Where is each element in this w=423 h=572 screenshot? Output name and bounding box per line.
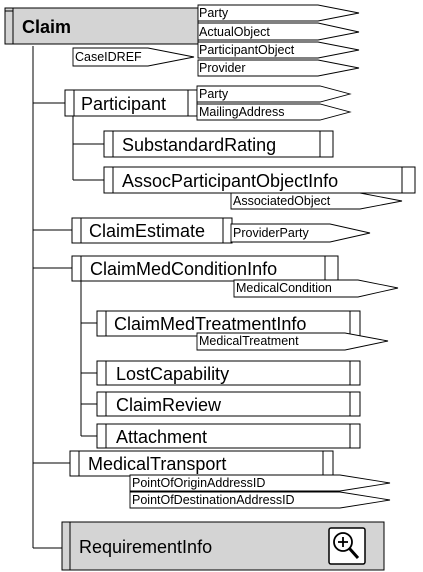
med-treatment-attribute-tags: MedicalTreatment <box>196 332 389 351</box>
attr-provider-party: ProviderParty <box>233 226 309 240</box>
node-claim-med-treatment-info[interactable]: ClaimMedTreatmentInfo <box>96 310 361 337</box>
node-assoc-participant-object-info[interactable]: AssocParticipantObjectInfo <box>103 166 416 194</box>
node-claim-review-label: ClaimReview <box>116 395 222 415</box>
attr-point-of-origin-address-id: PointOfOriginAddressID <box>132 476 265 490</box>
attr-actual-object: ActualObject <box>199 25 270 39</box>
ref-case-idref-label: CaseIDREF <box>75 50 142 64</box>
attr-provider: Provider <box>199 61 246 75</box>
node-claim-med-treatment-info-label: ClaimMedTreatmentInfo <box>114 314 306 334</box>
attr-point-of-destination-address-id: PointOfDestinationAddressID <box>132 493 295 507</box>
node-lost-capability-label: LostCapability <box>116 364 229 384</box>
zoom-in-icon[interactable] <box>328 527 366 565</box>
attr-participant-party: Party <box>199 87 229 101</box>
claim-estimate-attribute-tags: ProviderParty <box>230 223 371 243</box>
tree-connectors <box>32 46 104 549</box>
attr-party: Party <box>199 6 229 20</box>
attr-mailing-address: MailingAddress <box>199 105 284 119</box>
node-participant[interactable]: Participant <box>64 89 198 117</box>
participant-attribute-tags: Party MailingAddress <box>196 85 352 121</box>
node-claim-estimate-label: ClaimEstimate <box>89 221 205 241</box>
medical-transport-attribute-tags: PointOfOriginAddressID PointOfDestinatio… <box>129 474 391 509</box>
node-substandard-rating-label: SubstandardRating <box>122 135 276 155</box>
node-claim-med-condition-info-label: ClaimMedConditionInfo <box>90 259 277 279</box>
med-condition-attribute-tags: MedicalCondition <box>233 279 399 298</box>
node-medical-transport-label: MedicalTransport <box>88 454 226 474</box>
attr-medical-treatment: MedicalTreatment <box>199 334 299 348</box>
node-claim-estimate[interactable]: ClaimEstimate <box>71 217 233 244</box>
node-claim-review[interactable]: ClaimReview <box>96 391 361 417</box>
ref-case-idref: CaseIDREF <box>72 47 195 67</box>
node-assoc-participant-object-info-label: AssocParticipantObjectInfo <box>122 171 338 191</box>
node-claim-med-condition-info[interactable]: ClaimMedConditionInfo <box>71 255 339 282</box>
attr-participant-object: ParticipantObject <box>199 43 295 57</box>
node-participant-label: Participant <box>81 94 166 114</box>
node-claim-label: Claim <box>22 17 71 37</box>
assoc-attribute-tags: AssociatedObject <box>230 192 403 210</box>
node-claim[interactable]: Claim <box>4 7 199 45</box>
node-medical-transport[interactable]: MedicalTransport <box>69 450 334 477</box>
node-attachment[interactable]: Attachment <box>96 423 361 449</box>
attr-associated-object: AssociatedObject <box>233 194 331 208</box>
claim-attribute-tags: Party ActualObject ParticipantObject Pro… <box>197 4 360 77</box>
attr-medical-condition: MedicalCondition <box>236 281 332 295</box>
node-lost-capability[interactable]: LostCapability <box>96 360 361 386</box>
node-substandard-rating[interactable]: SubstandardRating <box>103 130 334 158</box>
node-attachment-label: Attachment <box>116 427 207 447</box>
node-requirement-info-label: RequirementInfo <box>79 537 212 557</box>
